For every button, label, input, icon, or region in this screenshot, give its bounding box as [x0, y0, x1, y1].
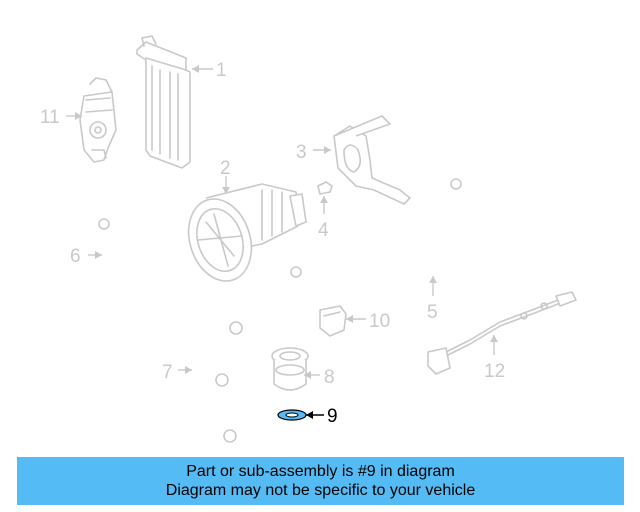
part-5-hose — [290, 178, 462, 285]
callout-1: 1 — [216, 60, 227, 81]
part-7-pipe — [192, 364, 237, 443]
callout-7-arrow — [185, 366, 192, 374]
callout-12-arrow — [490, 335, 498, 342]
part-1-canister — [136, 35, 191, 169]
part-6-hose — [98, 218, 243, 335]
callout-8: 8 — [324, 367, 335, 388]
parts-diagram: 1 11 3 4 2 — [40, 35, 577, 443]
callout-11: 11 — [40, 107, 60, 128]
callout-12: 12 — [484, 361, 505, 382]
callout-5-arrow — [429, 276, 437, 283]
callout-8-arrow — [304, 371, 311, 379]
banner-line-1: Part or sub-assembly is #9 in diagram — [186, 463, 455, 480]
part-8-connector — [271, 347, 309, 391]
callout-9: 9 — [327, 406, 338, 427]
part-9-gasket — [277, 409, 307, 421]
callout-4: 4 — [318, 220, 329, 241]
callout-2: 2 — [220, 158, 231, 179]
part-10-valve — [319, 305, 347, 337]
callout-6: 6 — [70, 246, 81, 267]
callout-1-arrow — [192, 65, 199, 73]
callout-3-arrow — [324, 146, 331, 154]
banner-line-2: Diagram may not be specific to your vehi… — [165, 482, 476, 499]
callout-2-arrow — [222, 187, 230, 194]
callout-11-arrow — [75, 112, 82, 120]
part-2-air-pump — [187, 183, 307, 282]
callout-7: 7 — [162, 362, 173, 383]
callout-5: 5 — [427, 302, 438, 323]
part-12-sensor — [427, 291, 577, 375]
part-4-fitting — [317, 181, 333, 195]
callout-10: 10 — [369, 311, 390, 332]
callout-4-arrow — [320, 196, 328, 203]
part-3-bracket — [333, 115, 411, 205]
callout-9-arrow — [306, 411, 313, 419]
info-banner: Part or sub-assembly is #9 in diagram Di… — [17, 457, 624, 505]
callout-3: 3 — [296, 142, 307, 163]
part-11-valve-assembly — [79, 77, 117, 163]
callout-10-arrow — [346, 315, 353, 323]
callout-6-arrow — [95, 251, 102, 259]
